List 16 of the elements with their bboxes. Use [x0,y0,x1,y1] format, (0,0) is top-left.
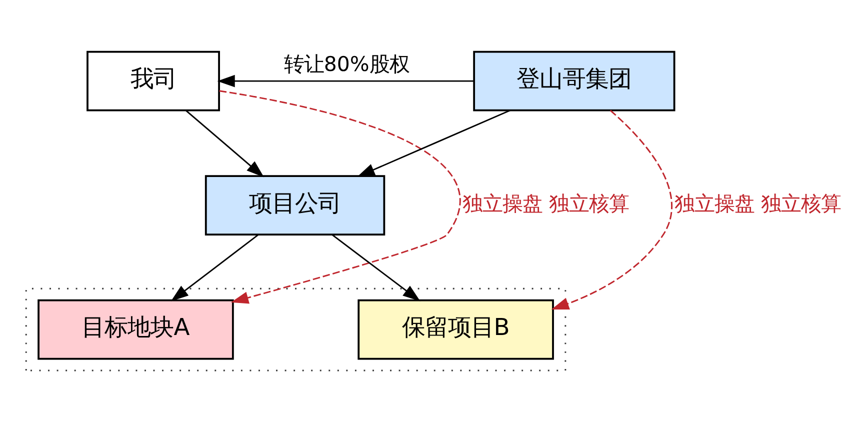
edge-label: 独立操盘 独立核算 [674,192,841,216]
arrow [217,74,474,88]
node-box: 我司 [86,50,220,112]
edge-label: 独立操盘 独立核算 [462,192,629,216]
arrow [357,110,510,177]
arrow [331,234,420,302]
arrow [186,110,264,178]
cluster [25,288,566,372]
arrow [219,90,460,304]
node-box: 保留项目B [358,299,554,360]
node-box: 目标地块A [38,299,234,360]
edge-label: 转让80%股权 [284,52,410,76]
node-box: 登山哥集团 [473,50,676,112]
arrow [170,234,259,302]
arrow [551,110,672,310]
node-box: 项目公司 [204,175,386,236]
